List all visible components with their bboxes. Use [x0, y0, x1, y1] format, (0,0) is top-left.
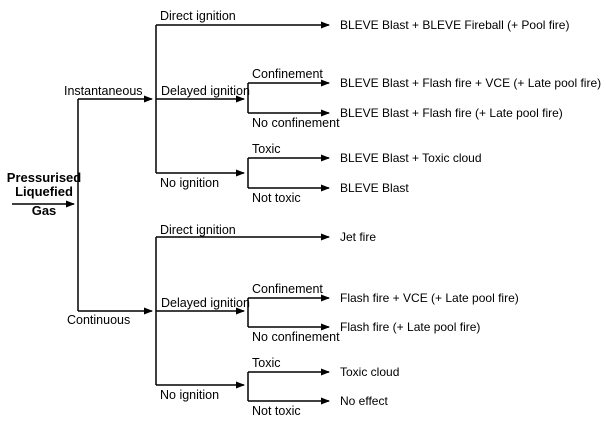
branch-label-no-ignition-cont: No ignition [160, 388, 220, 402]
branch-label-no-confinement-cont: No confinement [252, 330, 340, 344]
outcome-flashfire-vce: Flash fire + VCE (+ Late pool fire) [340, 291, 519, 305]
branch-label-confinement-cont: Confinement [252, 282, 323, 296]
outcome-flashfire: Flash fire (+ Late pool fire) [340, 320, 481, 334]
outcome-bleve-blast: BLEVE Blast [340, 181, 409, 195]
outcome-bleve-flashfire: BLEVE Blast + Flash fire (+ Late pool fi… [340, 106, 563, 120]
outcome-bleve-toxic-cloud: BLEVE Blast + Toxic cloud [340, 151, 482, 165]
branch-label-continuous: Continuous [67, 313, 131, 327]
root-label-line-3: Gas [31, 203, 57, 218]
outcome-bleve-flashfire-vce: BLEVE Blast + Flash fire + VCE (+ Late p… [340, 76, 602, 90]
outcome-no-effect: No effect [340, 394, 388, 408]
branch-label-confinement-inst: Confinement [252, 67, 323, 81]
branch-label-instantaneous: Instantaneous [64, 84, 143, 98]
branch-label-direct-ignition-inst: Direct ignition [160, 9, 236, 23]
root-label-line-1: Pressurised [6, 170, 82, 185]
outcome-toxic-cloud: Toxic cloud [340, 365, 400, 379]
branch-label-no-confinement-inst: No confinement [252, 116, 340, 130]
branch-label-delayed-ignition-inst: Delayed ignition [161, 84, 250, 98]
branch-label-delayed-ignition-cont: Delayed ignition [161, 296, 250, 310]
branch-label-toxic-inst: Toxic [252, 142, 281, 156]
branch-label-no-ignition-inst: No ignition [160, 176, 220, 190]
branch-label-toxic-cont: Toxic [252, 356, 281, 370]
branch-label-not-toxic-cont: Not toxic [252, 404, 301, 418]
root-label-line-2: Liquefied [15, 184, 73, 199]
branch-label-not-toxic-inst: Not toxic [252, 191, 301, 205]
branch-label-direct-ignition-cont: Direct ignition [160, 223, 236, 237]
outcome-jet-fire: Jet fire [340, 230, 377, 244]
outcome-bleve-blast-fireball: BLEVE Blast + BLEVE Fireball (+ Pool fir… [340, 18, 570, 32]
